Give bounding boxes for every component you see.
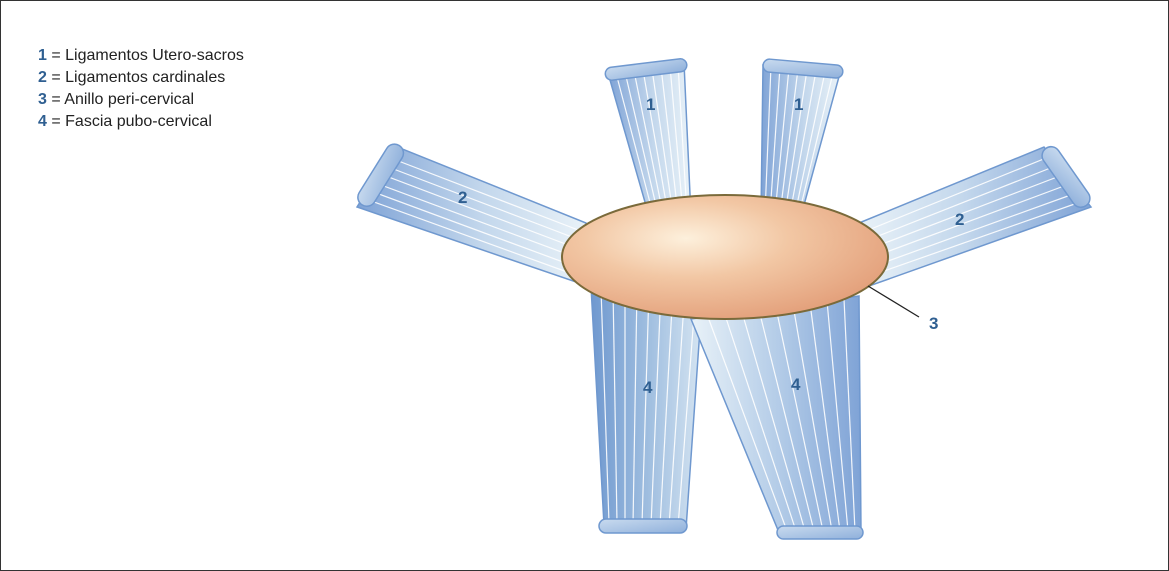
- pericervical-ring: [562, 195, 888, 319]
- pubocervical-fascia-right: [691, 296, 863, 539]
- label-cardinal-left: 2: [458, 188, 467, 207]
- cardinal-ligament-left: [354, 141, 586, 283]
- pubocervical-fascia-left: [591, 286, 703, 533]
- label-pubocervical-right: 4: [791, 375, 801, 394]
- label-cardinal-right: 2: [955, 210, 964, 229]
- ring-leader-line: [868, 286, 919, 317]
- label-pericervical-ring: 3: [929, 314, 938, 333]
- uterosacral-ligament-left: [605, 58, 691, 216]
- uterosacral-ligament-right: [761, 59, 843, 216]
- label-uterosacral-right: 1: [794, 95, 803, 114]
- label-pubocervical-left: 4: [643, 378, 653, 397]
- label-uterosacral-left: 1: [646, 95, 655, 114]
- cardinal-ligament-right: [859, 143, 1093, 286]
